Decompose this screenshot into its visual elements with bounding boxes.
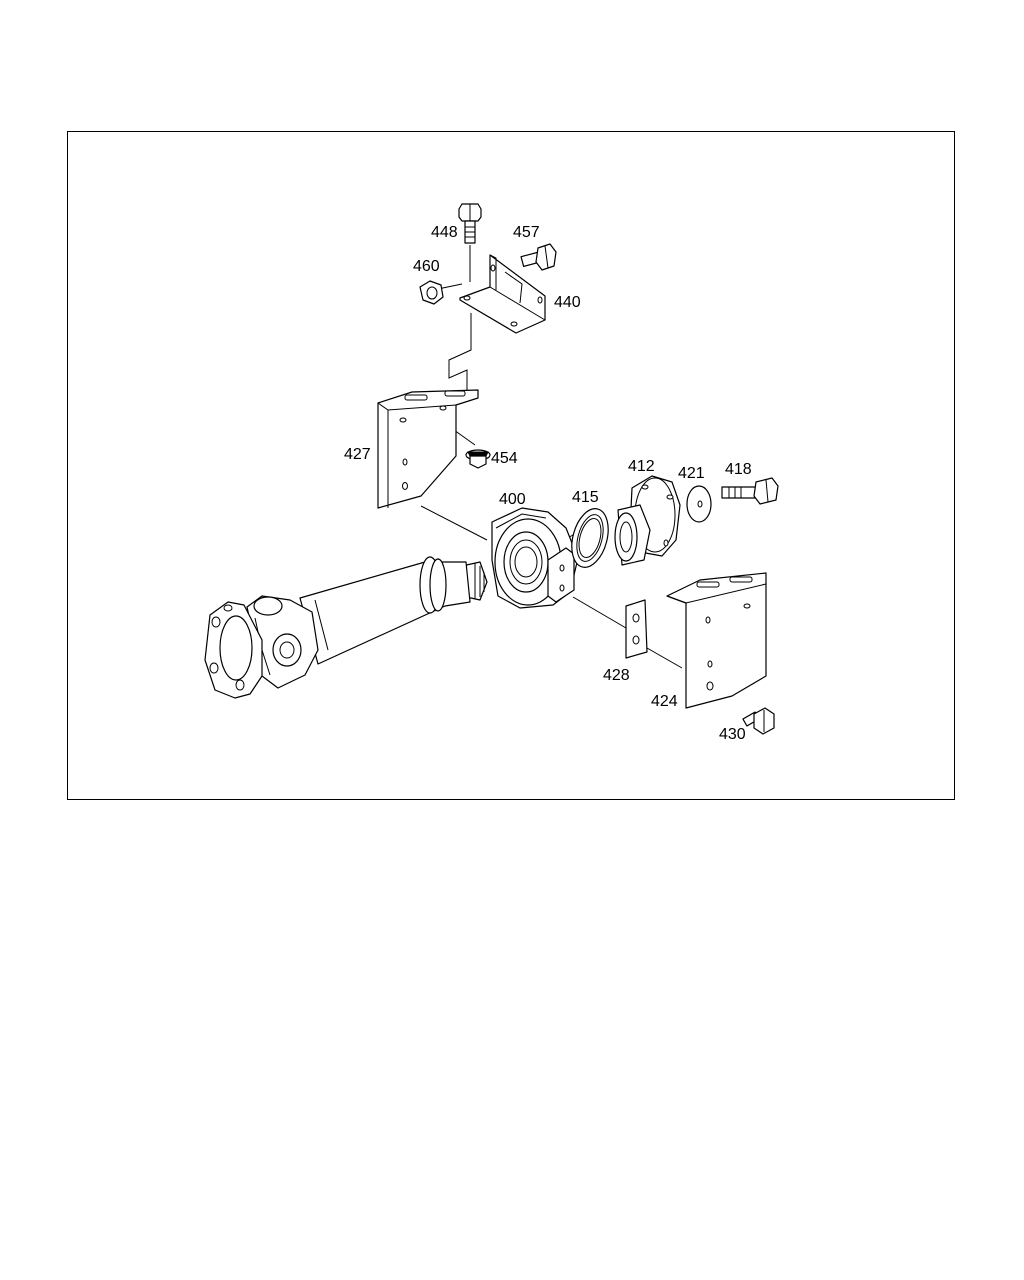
callout-421: 421 xyxy=(678,465,705,482)
callout-428: 428 xyxy=(603,667,630,684)
callout-457: 457 xyxy=(513,224,540,241)
callout-454: 454 xyxy=(491,450,518,467)
bolt-418 xyxy=(721,477,779,505)
callout-415: 415 xyxy=(572,489,599,506)
washer-421 xyxy=(686,485,712,523)
callout-412: 412 xyxy=(628,458,655,475)
bolt-457 xyxy=(520,243,557,271)
flange-412 xyxy=(614,475,681,566)
callout-418: 418 xyxy=(725,461,752,478)
bracket-427 xyxy=(377,389,479,509)
callout-430: 430 xyxy=(719,726,746,743)
callout-460: 460 xyxy=(413,258,440,275)
callout-labels: 448 457 460 440 427 454 400 415 412 421 … xyxy=(344,224,752,743)
bracket-424 xyxy=(666,572,767,709)
nut-460 xyxy=(419,280,444,305)
callout-424: 424 xyxy=(651,693,678,710)
center-bearing-400 xyxy=(491,507,579,609)
callout-448: 448 xyxy=(431,224,458,241)
bracket-440 xyxy=(459,254,546,334)
bolt-448 xyxy=(458,203,482,244)
ring-415 xyxy=(571,508,609,568)
bolt-430 xyxy=(742,707,775,735)
callout-427: 427 xyxy=(344,446,371,463)
propeller-shaft xyxy=(204,556,488,699)
nut-454 xyxy=(465,449,491,469)
plate-428 xyxy=(625,599,648,659)
callout-400: 400 xyxy=(499,491,526,508)
callout-440: 440 xyxy=(554,294,581,311)
